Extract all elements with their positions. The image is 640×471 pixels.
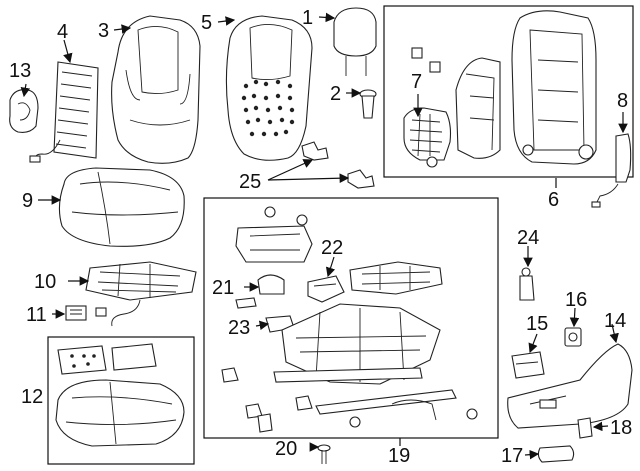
callout-4: 4: [57, 21, 68, 43]
recliner-cover-part: [9, 89, 39, 133]
seat-track-group-box: [203, 197, 499, 439]
callout-23: 23: [228, 317, 250, 339]
cushion-heater-part: [85, 261, 197, 327]
callout-1: 1: [302, 7, 313, 29]
callout-25: 25: [239, 171, 261, 193]
side-shield-part: [507, 343, 633, 429]
headrest-guide-part: [359, 89, 377, 119]
callout-3: 3: [98, 20, 109, 42]
callout-11: 11: [26, 304, 47, 326]
side-airbag-part: [591, 133, 632, 208]
seatback-heater-part: [29, 61, 99, 163]
seat-track-part: [221, 206, 478, 433]
callout-7: 7: [411, 71, 422, 93]
callout-9: 9: [22, 190, 33, 212]
seat-cushion-cover-part: [58, 167, 185, 247]
bolt-part: [317, 444, 331, 464]
callout-16: 16: [565, 289, 587, 311]
seatback-cover-part: [111, 15, 201, 164]
recliner-knob-part: [537, 417, 593, 463]
callout-21: 21: [212, 277, 234, 299]
callout-10: 10: [34, 271, 56, 293]
cushion-group-box: [47, 336, 195, 465]
callout-19: 19: [388, 445, 410, 467]
seatback-frame-part: [455, 10, 597, 165]
callout-24: 24: [517, 227, 539, 249]
callout-12: 12: [21, 386, 43, 408]
callout-14: 14: [604, 310, 626, 332]
callout-6: 6: [548, 189, 559, 211]
power-seat-switch-part: [511, 351, 545, 379]
callout-2: 2: [330, 83, 341, 105]
cushion-pad-part: [55, 343, 185, 447]
callout-labels: 1 2 3 4 5 6 7 8 9 10 11 12 13 14 15 16 1…: [9, 7, 632, 467]
callout-5: 5: [201, 12, 212, 34]
callout-8: 8: [617, 90, 628, 112]
callout-18: 18: [610, 417, 632, 439]
callout-15: 15: [526, 313, 548, 335]
switch-knob-part: [564, 327, 582, 347]
lumbar-support-part: [403, 47, 452, 168]
seat-frame-group-box: [383, 5, 634, 178]
bracket-part: [301, 141, 375, 189]
leader-lines: [20, 12, 628, 460]
seatback-pad-part: [225, 15, 313, 161]
headrest-part: [333, 7, 377, 76]
callout-22: 22: [321, 237, 343, 259]
wire-bracket-part: [519, 267, 535, 301]
callout-20: 20: [275, 438, 297, 460]
connector-part: [65, 305, 107, 321]
callout-17: 17: [501, 445, 523, 467]
callout-13: 13: [9, 60, 31, 82]
